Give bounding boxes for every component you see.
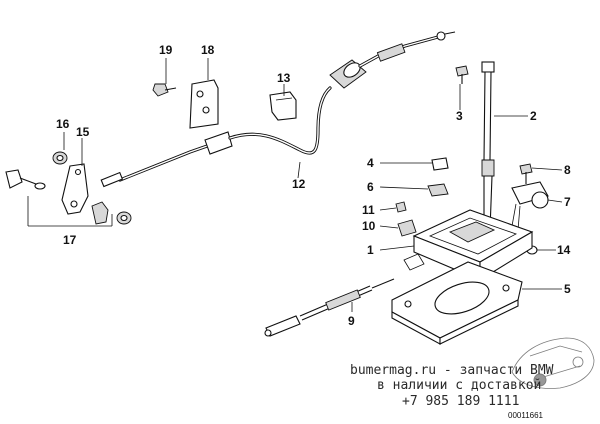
part-label-1: 1: [367, 243, 374, 257]
watermark-line-2: в наличии с доставкой: [377, 378, 541, 393]
cable-clip: [269, 91, 297, 121]
base-plate: [391, 261, 523, 345]
part-label-2: 2: [530, 109, 537, 123]
car-logo-icon: [511, 337, 595, 389]
switch: [511, 181, 549, 231]
bolt-19: [152, 83, 177, 97]
clip-4-6: [427, 157, 449, 197]
part-label-7: 7: [564, 195, 571, 209]
screw-3: [455, 65, 469, 84]
part-label-16: 16: [56, 117, 70, 131]
watermark-line-3: +7 985 189 1111: [402, 394, 519, 409]
part-label-15: 15: [76, 125, 90, 139]
part-label-10: 10: [362, 219, 376, 233]
watermark-line-1: bumermag.ru - запчасти BMW: [350, 363, 554, 378]
part-label-18: 18: [201, 43, 215, 57]
part-label-11: 11: [362, 203, 375, 217]
part-label-6: 6: [367, 180, 374, 194]
leader-lines: [27, 58, 563, 312]
screw-11: [395, 201, 407, 213]
part-label-14: 14: [557, 243, 571, 257]
part-label-8: 8: [564, 163, 571, 177]
part-label-9: 9: [348, 314, 355, 328]
part-label-4: 4: [367, 156, 374, 170]
screw-8: [519, 163, 533, 184]
part-numbers: 19 18 13 12 16 15 17 3 2 4 6 8 7 11 10 1…: [56, 43, 571, 328]
part-label-5: 5: [564, 282, 571, 296]
part-label-17: 17: [63, 233, 77, 247]
shift-cable: [100, 31, 456, 188]
part-label-12: 12: [292, 177, 306, 191]
part-label-13: 13: [277, 71, 291, 85]
shift-lever: [481, 61, 495, 231]
part-label-19: 19: [159, 43, 173, 57]
linkage-hardware: [5, 151, 132, 225]
bracket: [189, 79, 219, 129]
drawing-code: 00011661: [508, 411, 544, 420]
part-label-3: 3: [456, 109, 463, 123]
bushing-10: [397, 219, 417, 237]
shift-rod: [264, 278, 395, 337]
watermark: bumermag.ru - запчасти BMW в наличии с д…: [350, 363, 554, 409]
